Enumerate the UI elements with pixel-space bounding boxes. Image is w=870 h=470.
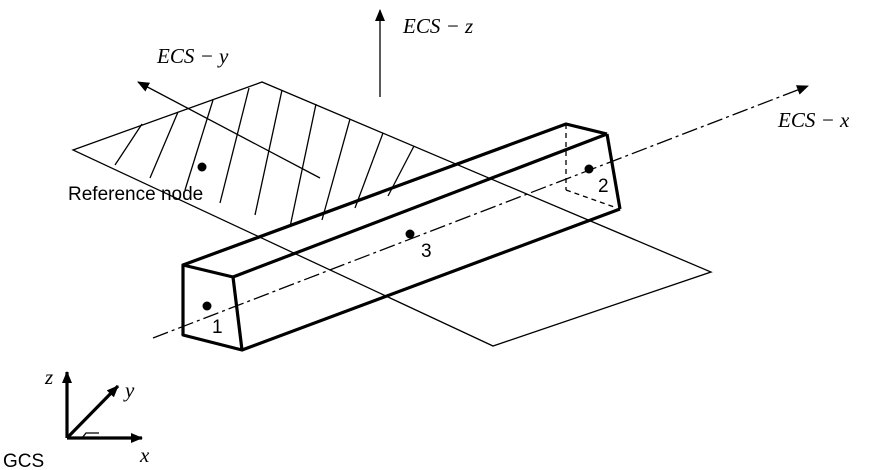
node-1-label: 1	[212, 317, 223, 338]
gcs-x-label: x	[139, 443, 150, 467]
node-2-label: 2	[598, 176, 609, 197]
beam-element	[181, 122, 622, 352]
ecs-x-axis	[152, 85, 809, 339]
ecs-y-axis	[137, 81, 321, 179]
ecs-x-label: ECS − x	[777, 108, 850, 132]
ecs-y-label: ECS − y	[156, 44, 229, 68]
plane-hatching	[114, 87, 415, 228]
reference-node-dot	[197, 162, 207, 172]
node-1-dot	[202, 301, 212, 311]
node-3-label: 3	[421, 241, 432, 262]
gcs-label: GCS	[3, 451, 44, 470]
node-3-dot	[405, 229, 415, 239]
reference-plane	[71, 81, 713, 347]
gcs-z-label: z	[44, 365, 53, 389]
node-2-dot	[584, 164, 594, 174]
gcs-y-label: y	[123, 378, 135, 402]
ecs-z-label: ECS − z	[402, 14, 473, 38]
reference-node-label: Reference node	[68, 184, 203, 205]
gcs-axes	[62, 371, 143, 443]
